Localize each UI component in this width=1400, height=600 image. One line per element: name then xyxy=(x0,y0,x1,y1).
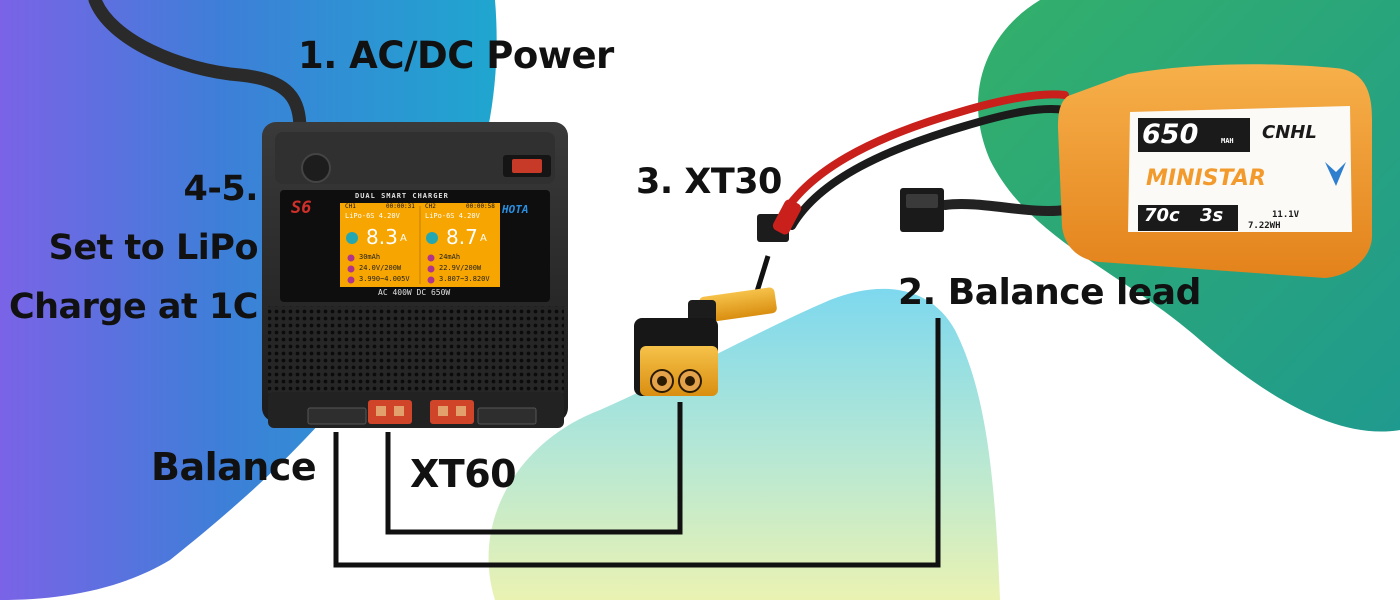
label-charge-at-1c: Charge at 1C xyxy=(8,287,259,327)
background-blob-bottom xyxy=(488,288,1000,600)
battery-capacity-badge xyxy=(1138,118,1250,152)
battery-cells: 3s xyxy=(1200,205,1224,226)
ch2-cells: 3.807~3.820V xyxy=(439,275,490,283)
ch1-current-unit: A xyxy=(400,233,407,244)
label-balance-lead: 2. Balance lead xyxy=(898,272,1201,313)
battery-lead-black xyxy=(788,104,1069,230)
wire-balance xyxy=(333,318,941,568)
ch1-mode: LiPo-6S 4.20V xyxy=(345,212,400,220)
battery-energy: 7.22WH xyxy=(1248,221,1281,231)
charger-model: S6 xyxy=(291,198,312,218)
xt60-port-ch1 xyxy=(368,400,412,424)
label-step-4-5: 4-5. xyxy=(183,169,258,209)
ch2-mode: LiPo-6S 4.20V xyxy=(425,212,480,220)
label-set-to-lipo: Set to LiPo xyxy=(48,228,259,268)
ch1-time: 00:00:31 xyxy=(386,203,415,210)
charger-brand: HOTA xyxy=(502,203,529,216)
xt60-port-ch2 xyxy=(430,400,474,424)
charger-button xyxy=(301,153,331,183)
label-ac-dc-power: 1. AC/DC Power xyxy=(298,34,614,77)
current-icon-ch2 xyxy=(426,232,438,244)
vent-grille xyxy=(268,306,564,394)
label-xt30: 3. XT30 xyxy=(636,162,782,202)
ch2-current: 8.7 xyxy=(446,225,478,249)
label-balance: Balance xyxy=(151,445,317,489)
balance-port-left xyxy=(307,407,367,425)
balance-lead-wire xyxy=(940,198,1070,217)
charger-footer: AC 400W DC 650W xyxy=(378,288,451,297)
current-icon-ch1 xyxy=(346,232,358,244)
power-switch-rocker xyxy=(512,159,542,173)
battery-voltage: 11.1V xyxy=(1272,210,1300,220)
battery-capacity: 650 xyxy=(1142,119,1199,150)
label-xt60: XT60 xyxy=(410,452,517,496)
battery-c-rating: 70c xyxy=(1144,205,1180,226)
ch1-power: 24.0V/200W xyxy=(359,264,402,272)
charger-title: DUAL SMART CHARGER xyxy=(355,192,449,200)
power-cable xyxy=(88,0,307,137)
battery-rating-badge xyxy=(1138,205,1238,231)
balance-port-right xyxy=(477,407,537,425)
ch2-name: CH2 xyxy=(425,203,436,210)
ch2-current-unit: A xyxy=(480,233,487,244)
ch1-name: CH1 xyxy=(345,203,356,210)
ch2-capacity: 24mAh xyxy=(439,253,461,261)
ch2-time: 00:00:58 xyxy=(466,203,495,210)
battery-series: MINISTAR xyxy=(1146,166,1266,191)
battery-capacity-unit: MAH xyxy=(1221,137,1234,145)
charger xyxy=(262,122,568,428)
ministar-star-icon xyxy=(1325,162,1346,186)
ch1-current: 8.3 xyxy=(366,225,398,249)
battery xyxy=(1058,64,1372,279)
battery-lead-red xyxy=(771,90,1069,234)
xt30-xt60-adapter xyxy=(634,287,777,396)
charger-top-panel xyxy=(275,132,555,184)
ch2-power: 22.9V/200W xyxy=(439,264,482,272)
wire-xt60 xyxy=(385,402,683,535)
ch1-cells: 3.990~4.005V xyxy=(359,275,410,283)
battery-brand: CNHL xyxy=(1262,122,1317,143)
ch1-capacity: 30mAh xyxy=(359,253,381,261)
